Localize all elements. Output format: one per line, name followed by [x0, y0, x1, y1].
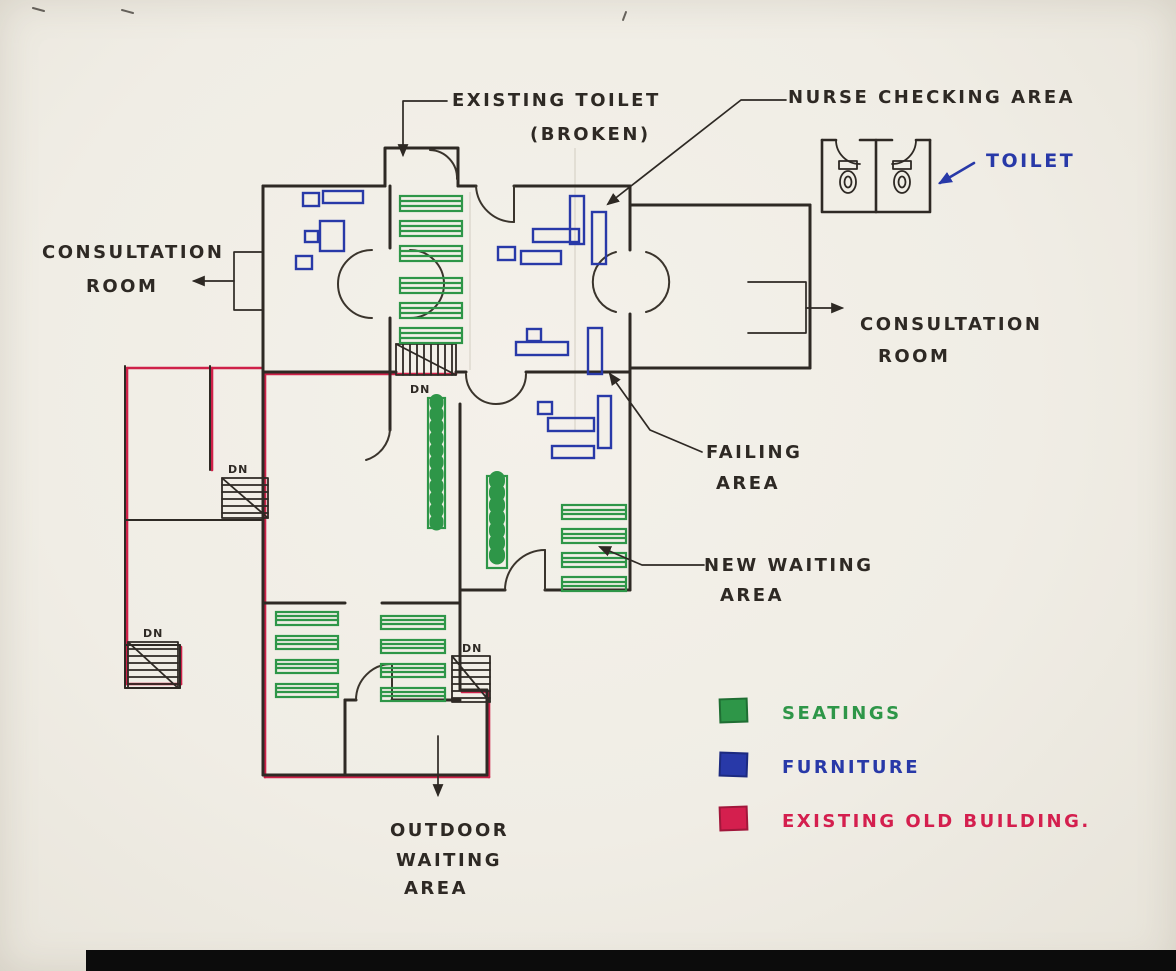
seating-corridor-bench [426, 394, 447, 532]
legend-swatch-furniture [718, 751, 749, 778]
toilet-sketch [820, 138, 932, 214]
legend-label-furniture: FURNITURE [782, 757, 920, 778]
seating-upper-rows [398, 194, 464, 345]
existing-toilet-leader [397, 100, 448, 158]
new-waiting-leader [598, 546, 705, 566]
furniture-failing-area [536, 394, 613, 460]
label-outdoor-line2: WAITING [396, 850, 502, 871]
label-failing-line2: AREA [716, 473, 780, 494]
label-outdoor-line1: OUTDOOR [390, 820, 509, 841]
label-existing-toilet-line1: EXISTING TOILET [452, 90, 661, 111]
label-consultation-left-line2: ROOM [86, 276, 158, 297]
label-existing-toilet-line2: (BROKEN) [530, 124, 651, 145]
label-new-waiting-line2: AREA [720, 585, 784, 606]
furniture-upper-left [294, 189, 365, 271]
label-dn-left: DN [228, 463, 248, 476]
label-new-waiting-line1: NEW WAITING [704, 555, 873, 576]
seating-lower-middle-rows [379, 614, 447, 703]
label-outdoor-line3: AREA [404, 878, 468, 899]
leader-lines [191, 99, 845, 798]
label-consultation-left-line1: CONSULTATION [42, 242, 224, 263]
scan-artifact-bar [86, 950, 1176, 971]
stair-bottom-left [127, 641, 179, 689]
stair-top-middle [395, 343, 457, 376]
seating-new-waiting-rows [560, 503, 628, 593]
label-dn-bottom-left: DN [143, 627, 163, 640]
furniture-mid-desks [514, 326, 604, 376]
seating-waiting-bench [485, 471, 509, 573]
legend: SEATINGS FURNITURE EXISTING OLD BUILDING… [718, 697, 1091, 832]
label-dn-bottom-right: DN [462, 642, 482, 655]
consultation-left-bracket [233, 251, 264, 311]
label-nurse-checking-area: NURSE CHECKING AREA [788, 87, 1075, 108]
legend-swatch-existing-old-building [718, 805, 749, 832]
walls [124, 146, 812, 777]
furniture-nurse-checking [496, 194, 608, 266]
legend-label-existing-old-building: EXISTING OLD BUILDING. [782, 811, 1091, 832]
failing-area-leader [608, 372, 703, 453]
stair-bottom-right [451, 655, 491, 703]
label-consultation-right-line1: CONSULTATION [860, 314, 1042, 335]
label-failing-line1: FAILING [706, 442, 802, 463]
doors [337, 149, 671, 701]
stair-left [221, 477, 269, 519]
nurse-checking-leader [606, 99, 787, 206]
consultation-right-bracket [747, 281, 807, 334]
label-consultation-right-line2: ROOM [878, 346, 950, 367]
pen-marks [32, 7, 627, 21]
label-toilet: TOILET [986, 150, 1075, 172]
legend-label-seatings: SEATINGS [782, 703, 902, 724]
seating-lower-left-rows [274, 610, 340, 699]
legend-swatch-seatings [718, 697, 749, 724]
label-dn-top: DN [410, 383, 430, 396]
toilet-leader-arrow [937, 161, 976, 185]
